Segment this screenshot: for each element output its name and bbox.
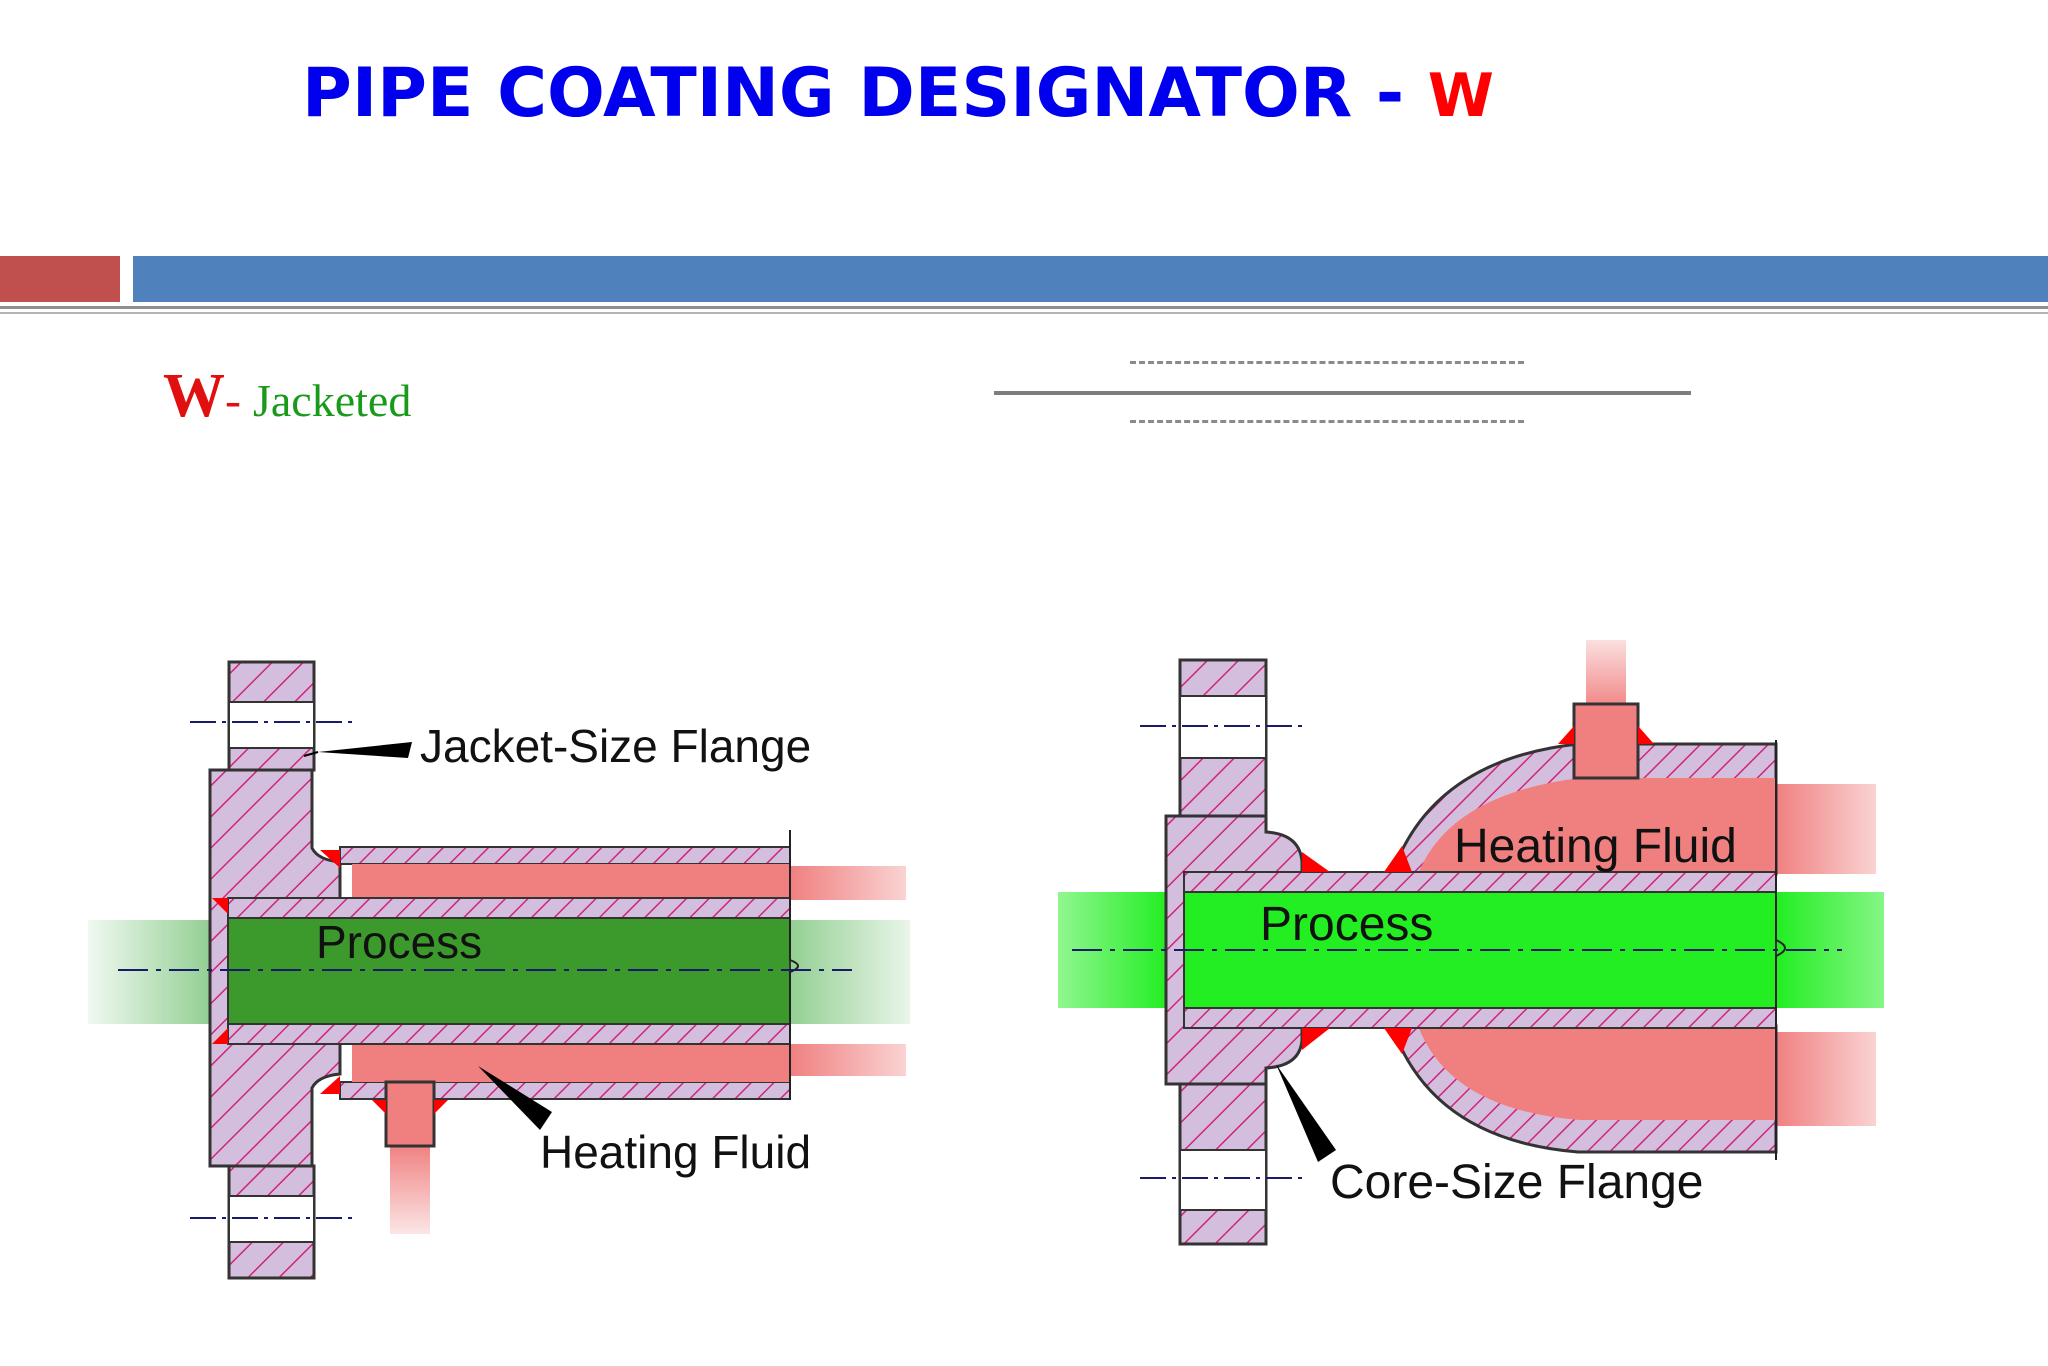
left-flange-label: Jacket-Size Flange [420,720,811,772]
right-fluid-nozzle-stream [1586,640,1626,712]
left-fluid-label: Heating Fluid [540,1126,811,1178]
solid-divider-line [994,391,1691,395]
right-weld-flange-bottom [1302,1028,1330,1050]
right-weld-nozzle-right [1638,726,1654,744]
left-fluid-nozzle [384,1080,436,1148]
right-core-wall-bottom [1183,1007,1777,1029]
left-flange-top-bolt-hole [228,701,315,749]
right-core-wall-top [1183,871,1777,893]
left-flange-leader-arrow [318,742,412,758]
right-fluid-jacket-bottom [1418,1026,1776,1120]
left-fluid-outlet-bottom [790,1044,906,1076]
left-core-wall-bottom [227,1023,791,1045]
designator-separator: - [225,374,253,427]
right-pipe-end-break [1775,740,1786,1160]
slide-title-text: PIPE COATING DESIGNATOR - [302,54,1428,133]
left-core-wall-top [227,897,791,919]
designator-definition: W- Jacketed [163,365,411,427]
right-fluid-jacket-top [1418,778,1776,874]
header-rule-top [0,306,2048,309]
dashed-line-bottom [1130,420,1524,423]
right-weld-nozzle-left [1558,726,1574,744]
right-flange-leader-arrow [1276,1064,1336,1162]
left-process-label: Process [316,916,482,968]
right-weld-jacket-top [1384,846,1412,872]
left-fluid-outlet-top [790,866,906,900]
right-fluid-nozzle [1572,702,1640,780]
header-accent-bar-red [0,256,120,302]
left-process-inlet-fade [88,920,210,1024]
slide-title-code: W [1427,61,1494,131]
right-fluid-label: Heating Fluid [1454,820,1737,873]
right-process-label: Process [1260,898,1433,951]
right-fluid-outlet-top [1776,784,1876,874]
dashed-line-top [1130,361,1524,364]
left-fluid-leader-arrow [478,1066,552,1130]
right-fluid-outlet-bottom [1776,1032,1876,1126]
right-jacketed-pipe-diagram: Heating Fluid Process Core-Size Flange [1058,640,1884,1246]
right-weld-flange-top [1302,852,1330,872]
right-flange-bottom-bolt-hole [1179,1149,1267,1211]
right-weld-jacket-bottom [1384,1028,1412,1054]
slide-title: PIPE COATING DESIGNATOR - W [302,60,1494,128]
designator-code: W [163,362,225,430]
right-flange-label: Core-Size Flange [1330,1156,1704,1209]
left-fluid-annulus-top [352,864,790,898]
left-pipe-end-break [789,830,799,1100]
left-flange-leader-line [303,751,319,757]
header-accent-bar-blue [133,256,2048,302]
left-weld-nozzle-right [434,1100,448,1114]
left-weld-nozzle-left [372,1100,386,1114]
left-fluid-annulus-bottom [352,1044,790,1082]
left-weld-core-top [212,898,228,914]
left-weld-jacket-top [320,850,340,868]
left-fluid-nozzle-stream [390,1144,430,1234]
header-rule-bottom [0,312,2048,314]
left-process-outlet-fade [790,920,910,1024]
designator-meaning: Jacketed [252,375,412,426]
left-jacketed-pipe-diagram: Jacket-Size Flange Process Heating Fluid [88,660,910,1280]
left-weld-jacket-bottom [320,1076,340,1094]
left-weld-core-bottom [212,1028,228,1044]
left-jacket-wall-top [339,846,791,865]
